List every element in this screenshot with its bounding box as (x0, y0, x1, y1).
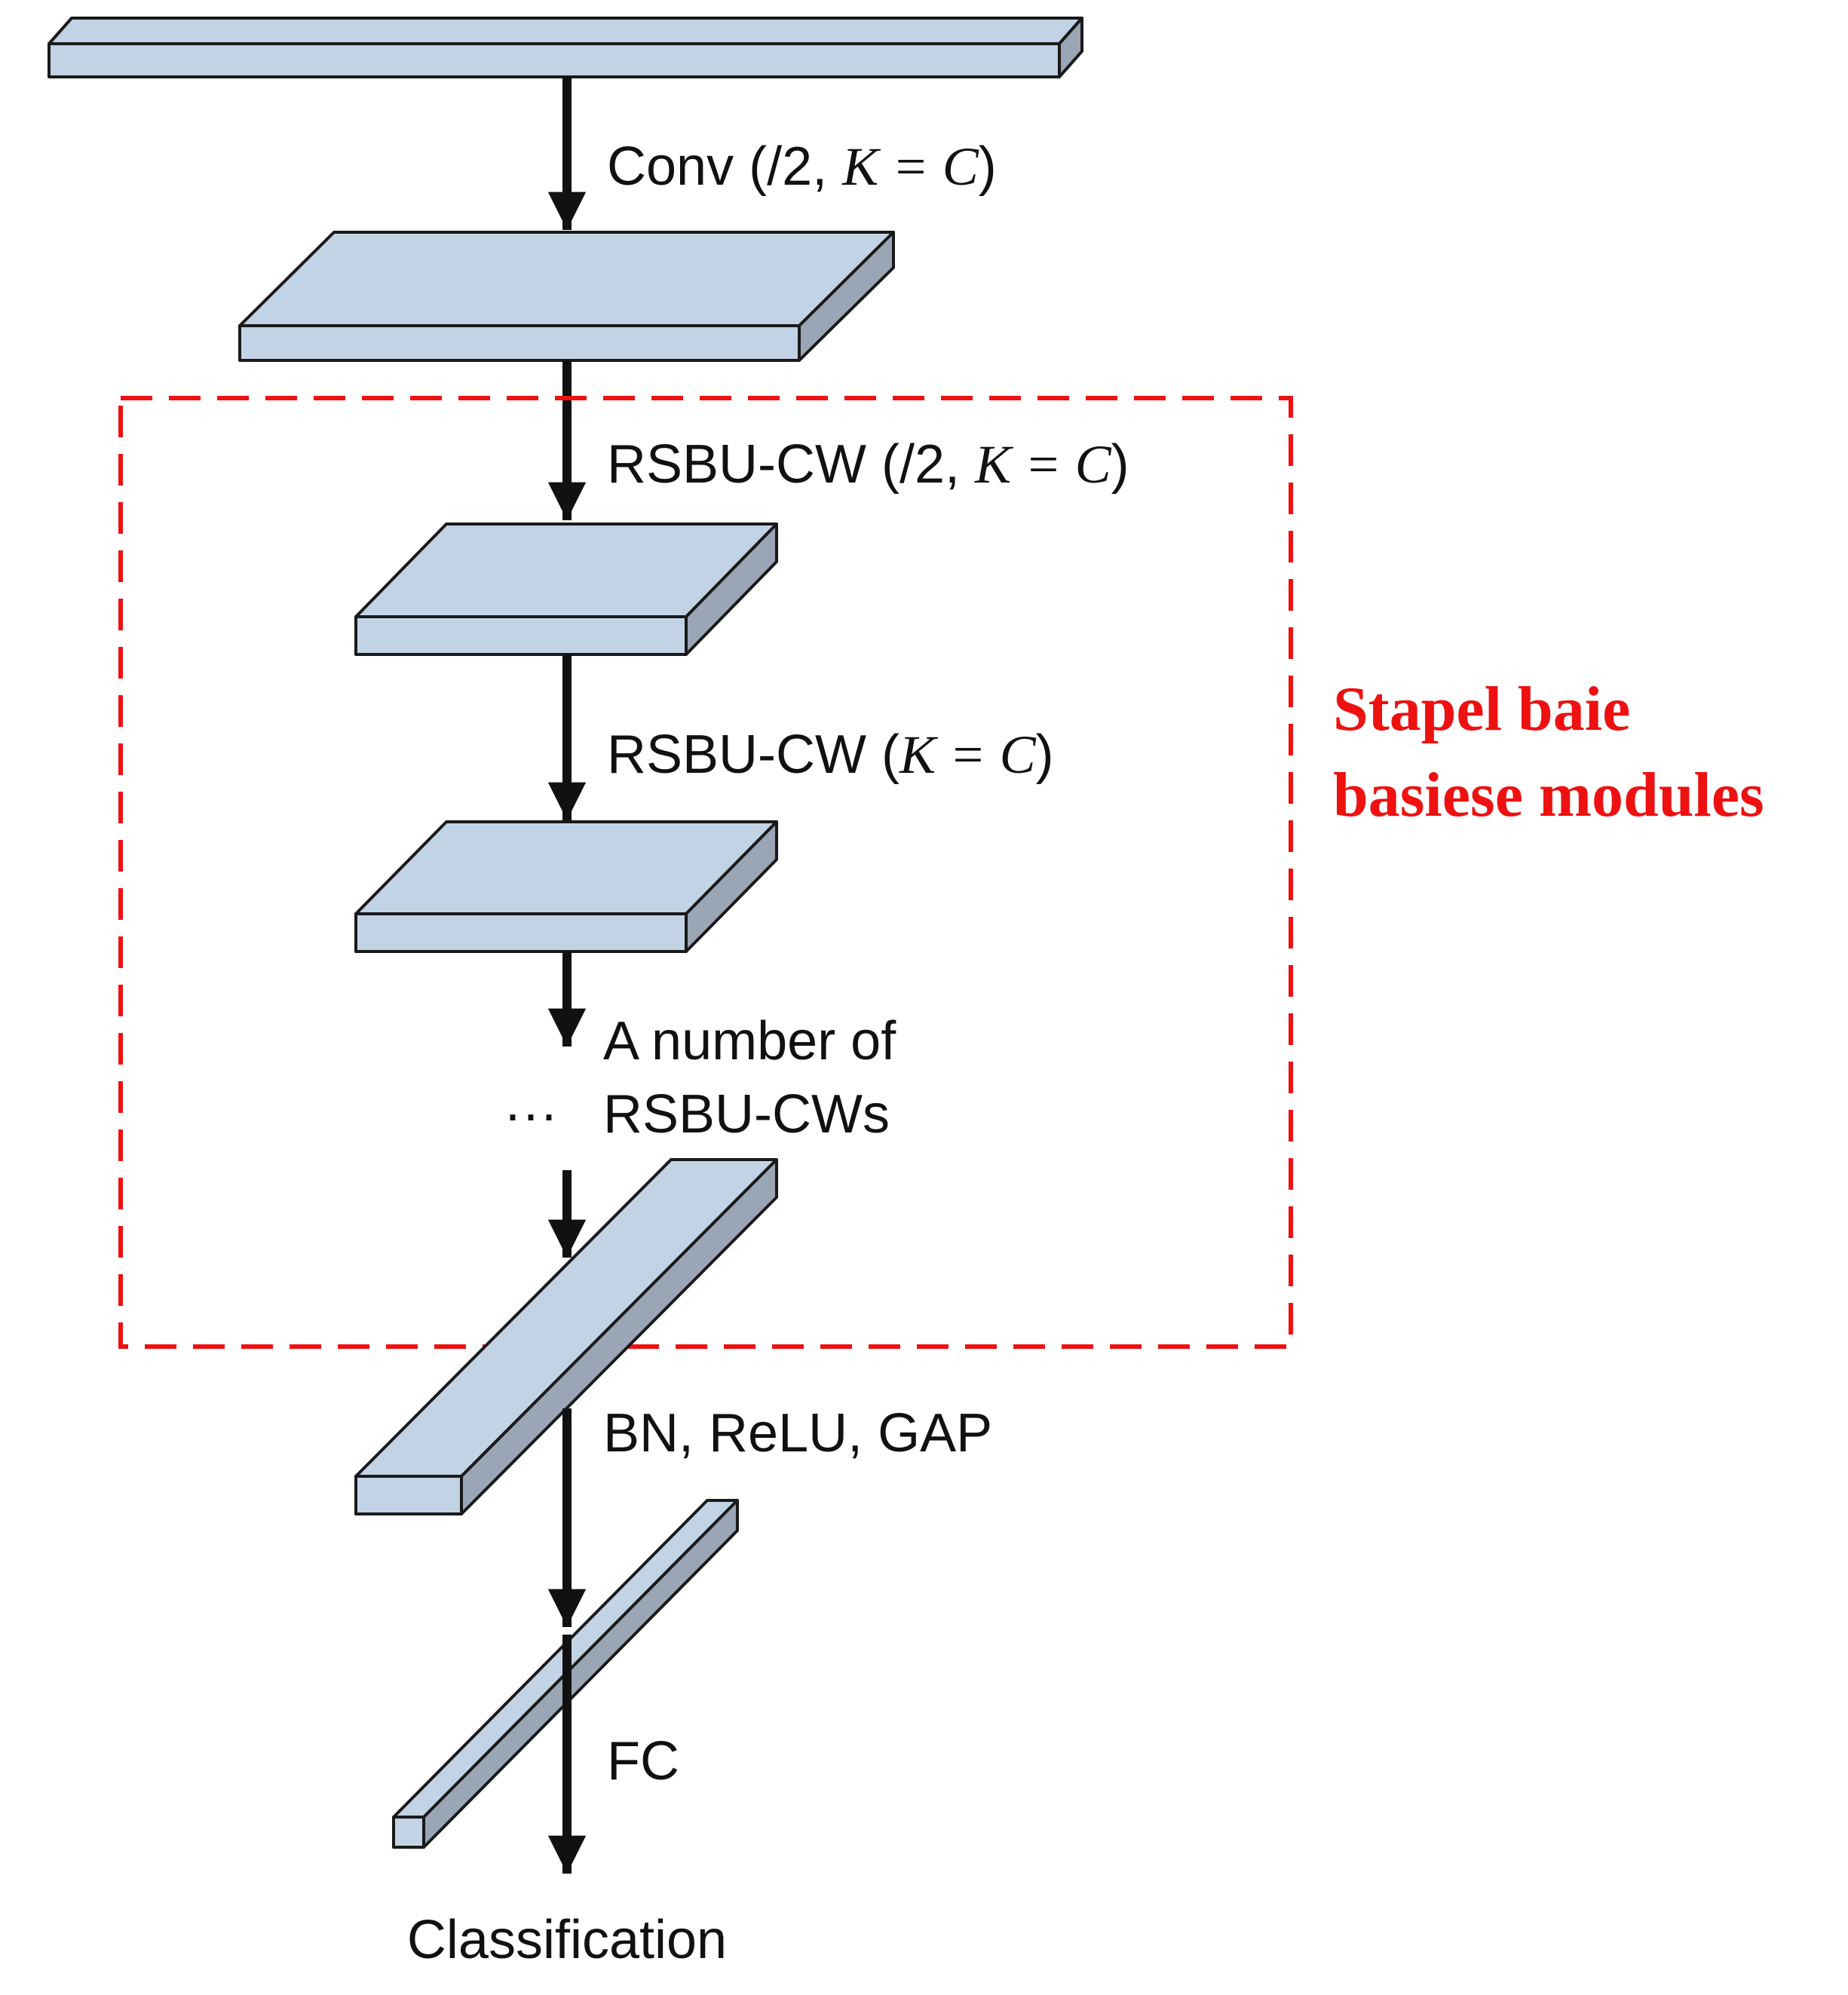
highlight-annotation-line2: basiese modules (1333, 760, 1764, 830)
highlight-annotation-line1: Stapel baie (1333, 674, 1630, 744)
feature-map-block-4 (354, 1158, 778, 1515)
label-rsbu-cw: RSBU-CW (K = C) (607, 725, 1054, 785)
feature-map-block-3 (354, 820, 778, 953)
ellipsis-glyph: ··· (504, 1084, 558, 1145)
stacked-modules-highlight-box (118, 396, 1293, 1349)
feature-map-block-1 (238, 231, 895, 362)
label-rsbu-cw-downsample: RSBU-CW (/2, K = C) (607, 434, 1129, 495)
label-bn-relu-gap: BN, ReLU, GAP (603, 1403, 992, 1463)
feature-map-block-2 (354, 522, 778, 656)
label-number-of-line1: A number of (603, 1011, 896, 1071)
label-number-of-line2: RSBU-CWs (603, 1084, 890, 1145)
label-classification: Classification (407, 1910, 727, 1970)
input-block (48, 17, 1083, 78)
label-conv: Conv (/2, K = C) (607, 136, 997, 197)
label-fc: FC (607, 1731, 679, 1791)
